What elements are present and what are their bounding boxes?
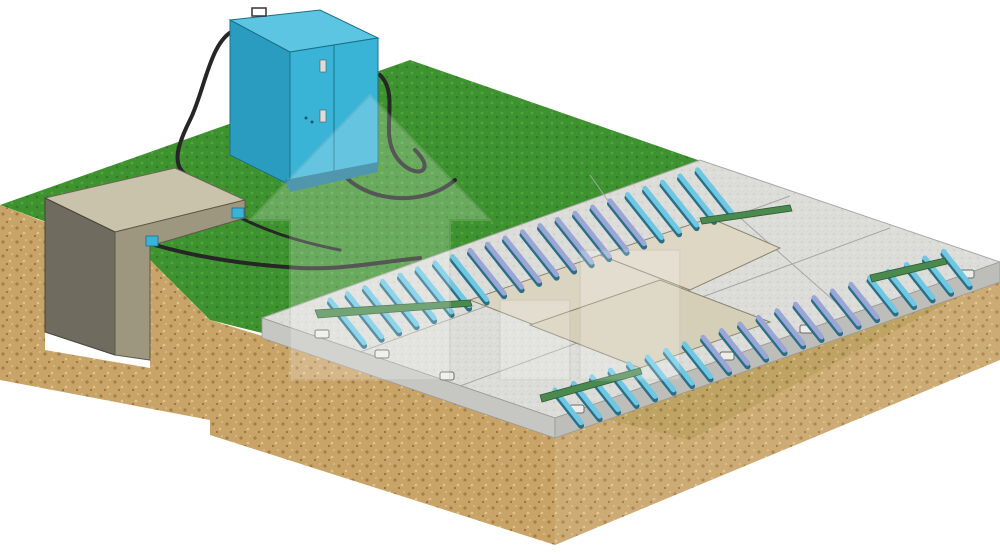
roller-bar [737, 321, 769, 360]
roller-bar [572, 210, 612, 259]
roller-bar [811, 295, 843, 333]
roller-bar [345, 291, 385, 340]
roller-bar [695, 167, 735, 216]
roller-bar [467, 247, 507, 296]
roller-bar [848, 281, 880, 320]
roller-bar [590, 204, 630, 253]
roller-bar [719, 328, 751, 366]
control-cabinet [228, 7, 380, 192]
roller-bar [607, 198, 647, 247]
roller-bar [700, 334, 732, 373]
roller-bar [642, 185, 682, 234]
roller-bar [380, 278, 420, 327]
pump-housing [43, 167, 247, 361]
watermark-arrow-logo [247, 93, 681, 381]
roller-bar [520, 229, 560, 278]
soil-left-block [0, 205, 210, 420]
roller-bar [502, 235, 542, 284]
roller-bar [756, 314, 788, 353]
soil-front-face [210, 320, 555, 545]
roller-ramp-left [327, 167, 735, 349]
roller-bar [867, 275, 899, 314]
roller-bar [941, 248, 973, 287]
roller-bar [626, 361, 658, 399]
roller-bar [682, 341, 714, 380]
roller-bar [432, 260, 472, 309]
soil-right-face [555, 275, 1000, 545]
roller-bar [327, 297, 367, 346]
roller-bar [397, 272, 437, 321]
roller-bar [830, 288, 862, 327]
roller-bar [485, 241, 525, 290]
roller-bar [677, 173, 717, 222]
roller-bar [774, 308, 806, 347]
roller-bar [625, 192, 665, 240]
roller-bar [663, 347, 695, 386]
hydraulic-hoses [153, 28, 457, 271]
roller-bar [555, 216, 595, 265]
roller-bar [645, 354, 677, 393]
roller-bar [660, 179, 700, 228]
ramp-edge-strips [314, 204, 948, 403]
roller-bar [793, 301, 825, 340]
roller-bar [450, 254, 490, 302]
center-plate-front [528, 279, 772, 369]
roller-bar [537, 223, 577, 271]
